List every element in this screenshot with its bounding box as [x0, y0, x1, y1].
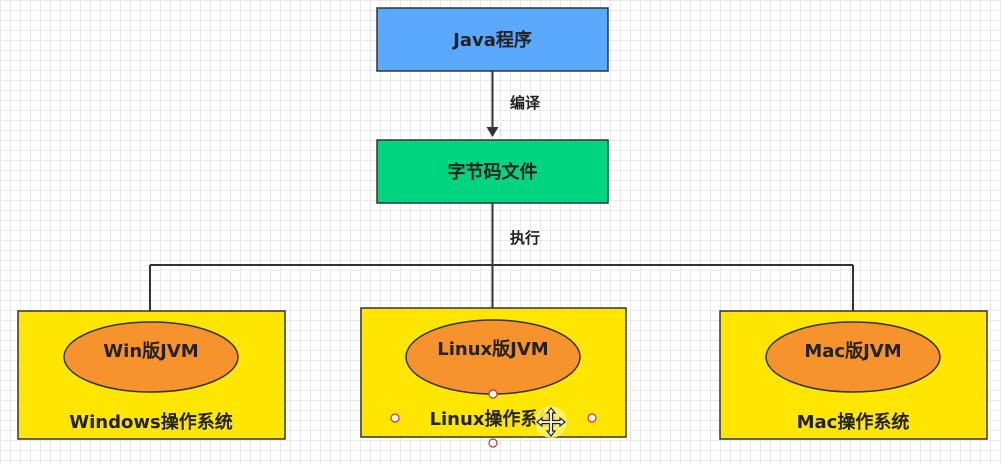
bytecode-file-box [376, 139, 609, 204]
bytecode-file-label: 字节码文件 [448, 161, 538, 183]
compile-label: 编译 [510, 94, 541, 112]
selection-handle-left[interactable] [390, 413, 400, 423]
linux-os-node: Linux版JVM Linux操作系统 [360, 307, 627, 448]
java-program-box [376, 7, 609, 72]
win-jvm-ellipse [63, 321, 239, 393]
linux-jvm-label: Linux版JVM [437, 338, 548, 360]
java-program-label: Java程序 [451, 29, 532, 51]
bytecode-file-node: 字节码文件 [376, 139, 609, 204]
java-program-node: Java程序 [376, 7, 609, 72]
mac-jvm-ellipse [765, 321, 941, 393]
selection-handle-bottom[interactable] [488, 438, 498, 448]
mac-os-node: Mac版JVM Mac操作系统 [719, 310, 988, 440]
selection-handle-right[interactable] [587, 413, 597, 423]
selection-handle-top[interactable] [488, 389, 498, 399]
mac-os-label: Mac操作系统 [797, 411, 910, 433]
move-cursor-icon [535, 406, 567, 438]
mac-jvm-label: Mac版JVM [804, 340, 901, 362]
win-jvm-label: Win版JVM [103, 340, 198, 362]
windows-os-node: Win版JVM Windows操作系统 [17, 310, 286, 440]
linux-os-label: Linux操作系统 [430, 408, 557, 430]
windows-os-label: Windows操作系统 [69, 411, 232, 433]
execute-label: 执行 [510, 229, 540, 247]
